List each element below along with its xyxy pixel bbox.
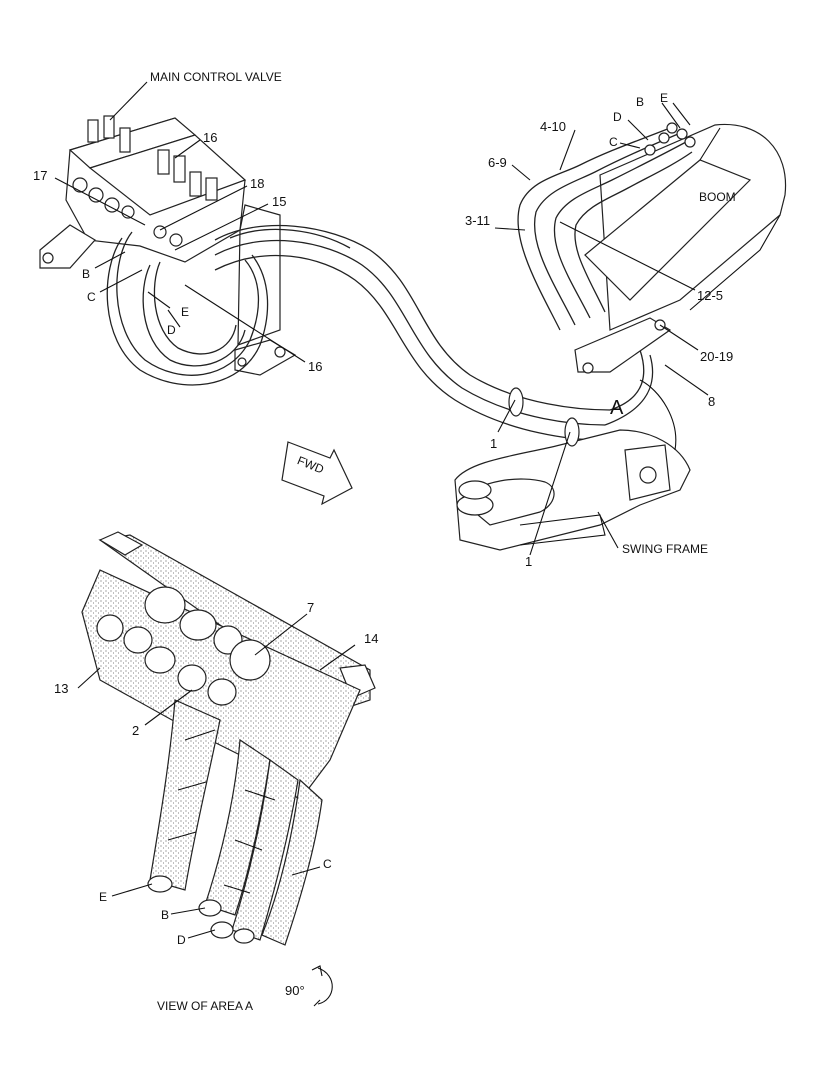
hose-c-bottom-label: C — [323, 857, 332, 871]
hose-b-left-label: B — [82, 267, 90, 281]
area-a-marker: A — [610, 397, 624, 419]
hose-e-left-label: E — [181, 305, 189, 319]
hose-d-bottom-label: D — [177, 933, 186, 947]
part-15-label: 15 — [272, 194, 286, 209]
area-a-detail — [81, 531, 376, 946]
boom — [584, 123, 787, 331]
swing-frame-label: SWING FRAME — [622, 542, 708, 556]
clamp-1-b-label: 1 — [525, 554, 532, 569]
valve-hose-loops — [106, 231, 269, 386]
hose-c-left-label: C — [87, 290, 96, 304]
part-13-label: 13 — [54, 681, 68, 696]
labels: MAIN CONTROL VALVE 16 17 18 15 B C E D 1… — [33, 70, 736, 1013]
part-16-top-label: 16 — [203, 130, 217, 145]
part-2-label: 2 — [132, 723, 139, 738]
boom-label: BOOM — [699, 190, 736, 204]
part-6-9-label: 6-9 — [488, 155, 507, 170]
view-of-area-a-label: VIEW OF AREA A — [157, 999, 253, 1013]
hose-e-bottom-label: E — [99, 890, 107, 904]
part-16-low-label: 16 — [308, 359, 322, 374]
hose-d-right-label: D — [613, 110, 622, 124]
part-4-10-label: 4-10 — [540, 119, 566, 134]
hose-e-right-label: E — [660, 91, 668, 105]
hose-c-right-label: C — [609, 135, 618, 149]
part-18-label: 18 — [250, 176, 264, 191]
swing-frame — [454, 379, 691, 551]
boom-clamp — [574, 317, 672, 374]
clamp-1-a-label: 1 — [490, 436, 497, 451]
hose-d-left-label: D — [167, 323, 176, 337]
part-17-label: 17 — [33, 168, 47, 183]
boom-hoses — [517, 122, 696, 331]
fwd-arrow-icon: FWD — [281, 441, 353, 506]
main-control-valve — [39, 115, 297, 376]
part-3-11-label: 3-11 — [465, 213, 490, 228]
hose-b-right-label: B — [636, 95, 644, 109]
part-7-label: 7 — [307, 600, 314, 615]
main-control-valve-label: MAIN CONTROL VALVE — [150, 70, 282, 84]
rotation-arrow-icon — [311, 965, 333, 1007]
rotation-label: 90° — [285, 983, 305, 998]
leader-lines — [54, 81, 709, 939]
hose-clamps-1 — [508, 387, 580, 447]
hose-bundle — [214, 224, 654, 441]
part-20-19-label: 20-19 — [700, 349, 733, 364]
part-14-label: 14 — [364, 631, 378, 646]
hose-b-bottom-label: B — [161, 908, 169, 922]
part-12-5-label: 12-5 — [697, 288, 723, 303]
part-8-label: 8 — [708, 394, 715, 409]
